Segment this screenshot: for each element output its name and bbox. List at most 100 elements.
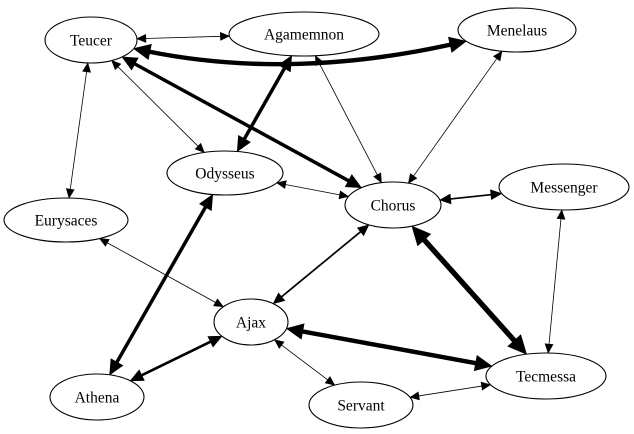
- edge-chorus-messenger: [439, 189, 503, 205]
- arrowhead-icon: [65, 188, 75, 199]
- edge-line: [284, 183, 341, 196]
- edge-line: [449, 193, 493, 200]
- arrowhead-icon: [111, 60, 122, 71]
- arrowhead-icon: [82, 62, 91, 73]
- edge-line: [412, 57, 498, 177]
- node-label-servant: Servant: [337, 398, 385, 415]
- edge-agamemnon-odysseus: [236, 55, 293, 153]
- arrowhead-icon: [207, 335, 223, 348]
- edge-line: [69, 70, 88, 191]
- node-teucer[interactable]: Teucer: [44, 16, 138, 64]
- edge-menelaus-chorus: [408, 50, 503, 184]
- arrowhead-icon: [129, 369, 145, 382]
- node-label-teucer: Teucer: [70, 33, 113, 50]
- edge-ajax-athena: [129, 335, 223, 382]
- node-servant[interactable]: Servant: [308, 381, 414, 429]
- arrowhead-icon: [285, 323, 305, 340]
- node-odysseus[interactable]: Odysseus: [166, 150, 284, 196]
- node-chorus[interactable]: Chorus: [344, 181, 442, 229]
- edge-line: [132, 61, 351, 183]
- node-label-athena: Athena: [75, 390, 120, 407]
- node-menelaus[interactable]: Menelaus: [457, 7, 577, 53]
- edge-line: [114, 205, 208, 365]
- arrowhead-icon: [98, 238, 110, 247]
- node-agamemnon[interactable]: Agamemnon: [228, 11, 380, 57]
- edge-line: [147, 42, 453, 67]
- arrowhead-icon: [338, 190, 350, 200]
- arrowhead-icon: [273, 339, 285, 349]
- arrowhead-icon: [408, 173, 418, 184]
- edge-agamemnon-chorus: [314, 55, 382, 184]
- node-messenger[interactable]: Messenger: [498, 163, 630, 211]
- arrowhead-icon: [490, 189, 503, 201]
- edge-line: [318, 62, 379, 176]
- arrowhead-icon: [324, 376, 336, 386]
- node-label-chorus: Chorus: [371, 198, 416, 215]
- edge-teucer-agamemnon: [136, 31, 231, 43]
- node-label-ajax: Ajax: [236, 315, 266, 332]
- edge-line: [106, 242, 217, 304]
- node-ajax[interactable]: Ajax: [213, 298, 289, 346]
- arrowhead-icon: [556, 209, 566, 220]
- edge-messenger-tecmessa: [544, 209, 566, 354]
- arrowhead-icon: [473, 354, 493, 372]
- arrowhead-icon: [480, 381, 492, 391]
- arrowhead-icon: [493, 50, 503, 62]
- arrowhead-icon: [276, 180, 287, 189]
- edge-teucer-chorus: [121, 56, 362, 189]
- edge-line: [280, 230, 362, 299]
- arrowhead-icon: [121, 56, 139, 71]
- edge-ajax-tecmessa: [285, 323, 493, 372]
- arrowhead-icon: [136, 34, 147, 43]
- edge-chorus-ajax: [272, 224, 370, 305]
- edge-odysseus-chorus: [276, 180, 350, 200]
- arrowhead-icon: [199, 193, 214, 212]
- node-label-messenger: Messenger: [530, 180, 598, 197]
- edge-odysseus-athena: [109, 193, 214, 376]
- node-label-odysseus: Odysseus: [195, 166, 254, 183]
- arrowhead-icon: [344, 174, 362, 189]
- arrowhead-icon: [194, 142, 205, 153]
- edge-line: [548, 217, 562, 346]
- edge-eurysaces-ajax: [98, 238, 224, 308]
- arrowhead-icon: [544, 343, 554, 354]
- arrowhead-icon: [272, 292, 286, 305]
- arrowhead-icon: [507, 334, 528, 355]
- edge-line: [144, 35, 222, 39]
- edge-line: [140, 340, 213, 377]
- edge-line: [280, 344, 329, 381]
- node-athena[interactable]: Athena: [49, 373, 145, 421]
- edge-teucer-odysseus: [111, 60, 205, 153]
- arrowhead-icon: [277, 55, 293, 73]
- edges-layer: [65, 31, 566, 401]
- edge-chorus-tecmessa: [411, 225, 528, 355]
- nodes-layer: Teucer Agamemnon Menelaus Odysseus Choru…: [3, 7, 630, 429]
- arrowhead-icon: [213, 298, 224, 308]
- edge-line: [300, 329, 478, 366]
- arrowhead-icon: [411, 225, 432, 247]
- edge-line: [117, 65, 199, 148]
- node-label-eurysaces: Eurysaces: [35, 213, 98, 230]
- arrowhead-icon: [373, 172, 382, 184]
- arrowhead-icon: [439, 193, 452, 205]
- arrowhead-icon: [220, 31, 231, 41]
- edge-line: [242, 66, 287, 141]
- arrowhead-icon: [236, 134, 251, 153]
- edge-line: [420, 236, 518, 344]
- node-label-menelaus: Menelaus: [487, 23, 547, 40]
- arrowhead-icon: [356, 224, 370, 237]
- edge-teucer-menelaus: [132, 36, 467, 67]
- arrowhead-icon: [448, 36, 467, 53]
- arrowhead-icon: [314, 55, 324, 66]
- node-label-agamemnon: Agamemnon: [264, 27, 344, 44]
- arrowhead-icon: [109, 358, 124, 376]
- node-tecmessa[interactable]: Tecmessa: [485, 352, 607, 400]
- edge-teucer-eurysaces: [65, 62, 91, 199]
- node-eurysaces[interactable]: Eurysaces: [3, 197, 129, 243]
- node-label-tecmessa: Tecmessa: [516, 369, 576, 386]
- edge-ajax-servant: [273, 339, 336, 386]
- edge-servant-tecmessa: [409, 381, 492, 401]
- arrowhead-icon: [132, 43, 152, 60]
- edge-line: [417, 385, 483, 397]
